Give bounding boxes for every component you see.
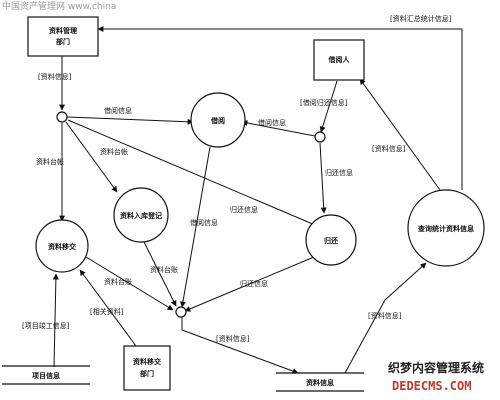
process-borrow: 借阅 <box>190 92 246 148</box>
logo-url: DEDECMS.COM <box>392 379 471 393</box>
flow-label-material-info-mid: [资料信息] <box>216 334 250 343</box>
flow-hub3-store-edge <box>181 317 299 374</box>
flow-transfer-hub3-edge <box>85 256 174 311</box>
logo-title: 织梦内容管理系统 <box>388 360 484 375</box>
entity-transfer-dept-line1: 资料移交 <box>133 357 162 366</box>
junction-hub-3 <box>175 306 187 318</box>
junction-hub-2 <box>314 131 326 143</box>
junction-hub-1 <box>56 111 68 123</box>
flow-label-summary: [资料汇总统计信息] <box>390 14 452 23</box>
process-query-stats: 查询统计资料信息 <box>407 189 485 267</box>
entity-transfer-dept-line2: 部门 <box>140 369 154 378</box>
flow-label-ledger-1: 资料台帐 <box>100 147 128 156</box>
flow-query-borrower-edge <box>359 78 441 191</box>
flow-summary-edge <box>97 26 463 190</box>
process-transfer: 资料移交 <box>35 219 89 273</box>
process-entry-label: 资料入库登记 <box>120 211 162 220</box>
process-return: 归还 <box>305 214 357 266</box>
process-return-label: 归还 <box>324 236 339 245</box>
flow-label-borrow-info-2: 借阅信息 <box>258 118 286 127</box>
process-query-stats-label: 查询统计资料信息 <box>418 224 474 233</box>
entity-mgmt-dept: 资料管理 部门 <box>27 16 99 57</box>
entity-mgmt-dept-line1: 资料管理 <box>49 26 77 35</box>
flow-hub-borrow-edge <box>66 116 194 125</box>
flow-label-ledger-2: 资料台帐 <box>36 157 64 166</box>
watermark-text: 中国资产管理网 www.china <box>2 0 116 12</box>
store-project-info: 项目信息 <box>2 365 90 385</box>
flow-label-ledger-4: 资料台账 <box>104 277 132 286</box>
flow-label-borrow-info-3: 借阅信息 <box>190 218 218 227</box>
store-material-info-label: 资料信息 <box>306 378 334 387</box>
flow-hub2-return-edge <box>319 142 327 214</box>
flow-label-borrow-return-info: [借阅归还信息] <box>300 98 348 107</box>
process-transfer-label: 资料移交 <box>48 242 77 251</box>
flow-borrower-hub2-edge <box>319 80 338 133</box>
flow-label-return-info-2: 归还信息 <box>230 205 258 214</box>
dedecms-logo: 织梦内容管理系统 DEDECMS.COM <box>388 360 484 393</box>
flow-label-material-info-bottom: [资料信息] <box>368 311 402 320</box>
entity-transfer-dept: 资料移交 部门 <box>123 345 171 391</box>
process-entry: 资料入库登记 <box>113 187 169 243</box>
flow-store-query-edge <box>344 262 427 374</box>
flow-label-project-completion: [项目竣工信息] <box>22 321 70 330</box>
flow-label-return-info-3: 归还信息 <box>240 279 268 288</box>
entity-mgmt-dept-line2: 部门 <box>56 37 70 46</box>
flow-label-ledger-3: 资料台账 <box>150 265 178 274</box>
entity-borrower: 借阅人 <box>313 39 365 81</box>
flow-borrow-hub3-edge <box>179 146 211 308</box>
flow-label-material-info-right: [资料信息] <box>372 144 406 153</box>
flow-hub-entry-edge <box>65 121 118 193</box>
flow-hub2-borrow-edge <box>241 120 316 137</box>
flow-label-borrow-info-1: 借阅信息 <box>104 106 132 115</box>
flow-label-return-info-1: 归还信息 <box>325 168 353 177</box>
flow-return-hub3-edge <box>184 256 315 312</box>
flow-label-material-info-top: [资料信息] <box>38 72 72 81</box>
flow-label-related-material: [相关资料] <box>90 307 124 316</box>
store-material-info: 资料信息 <box>276 372 364 392</box>
process-borrow-label: 借阅 <box>210 116 225 125</box>
entity-borrower-label: 借阅人 <box>328 55 351 64</box>
flow-dept-transfer-edge <box>79 269 137 347</box>
flow-project-transfer-edge <box>52 273 59 368</box>
flow-hub-to-return-edge <box>67 119 323 229</box>
store-project-info-label: 项目信息 <box>32 371 60 380</box>
flow-entry-hub3-edge <box>142 239 177 307</box>
